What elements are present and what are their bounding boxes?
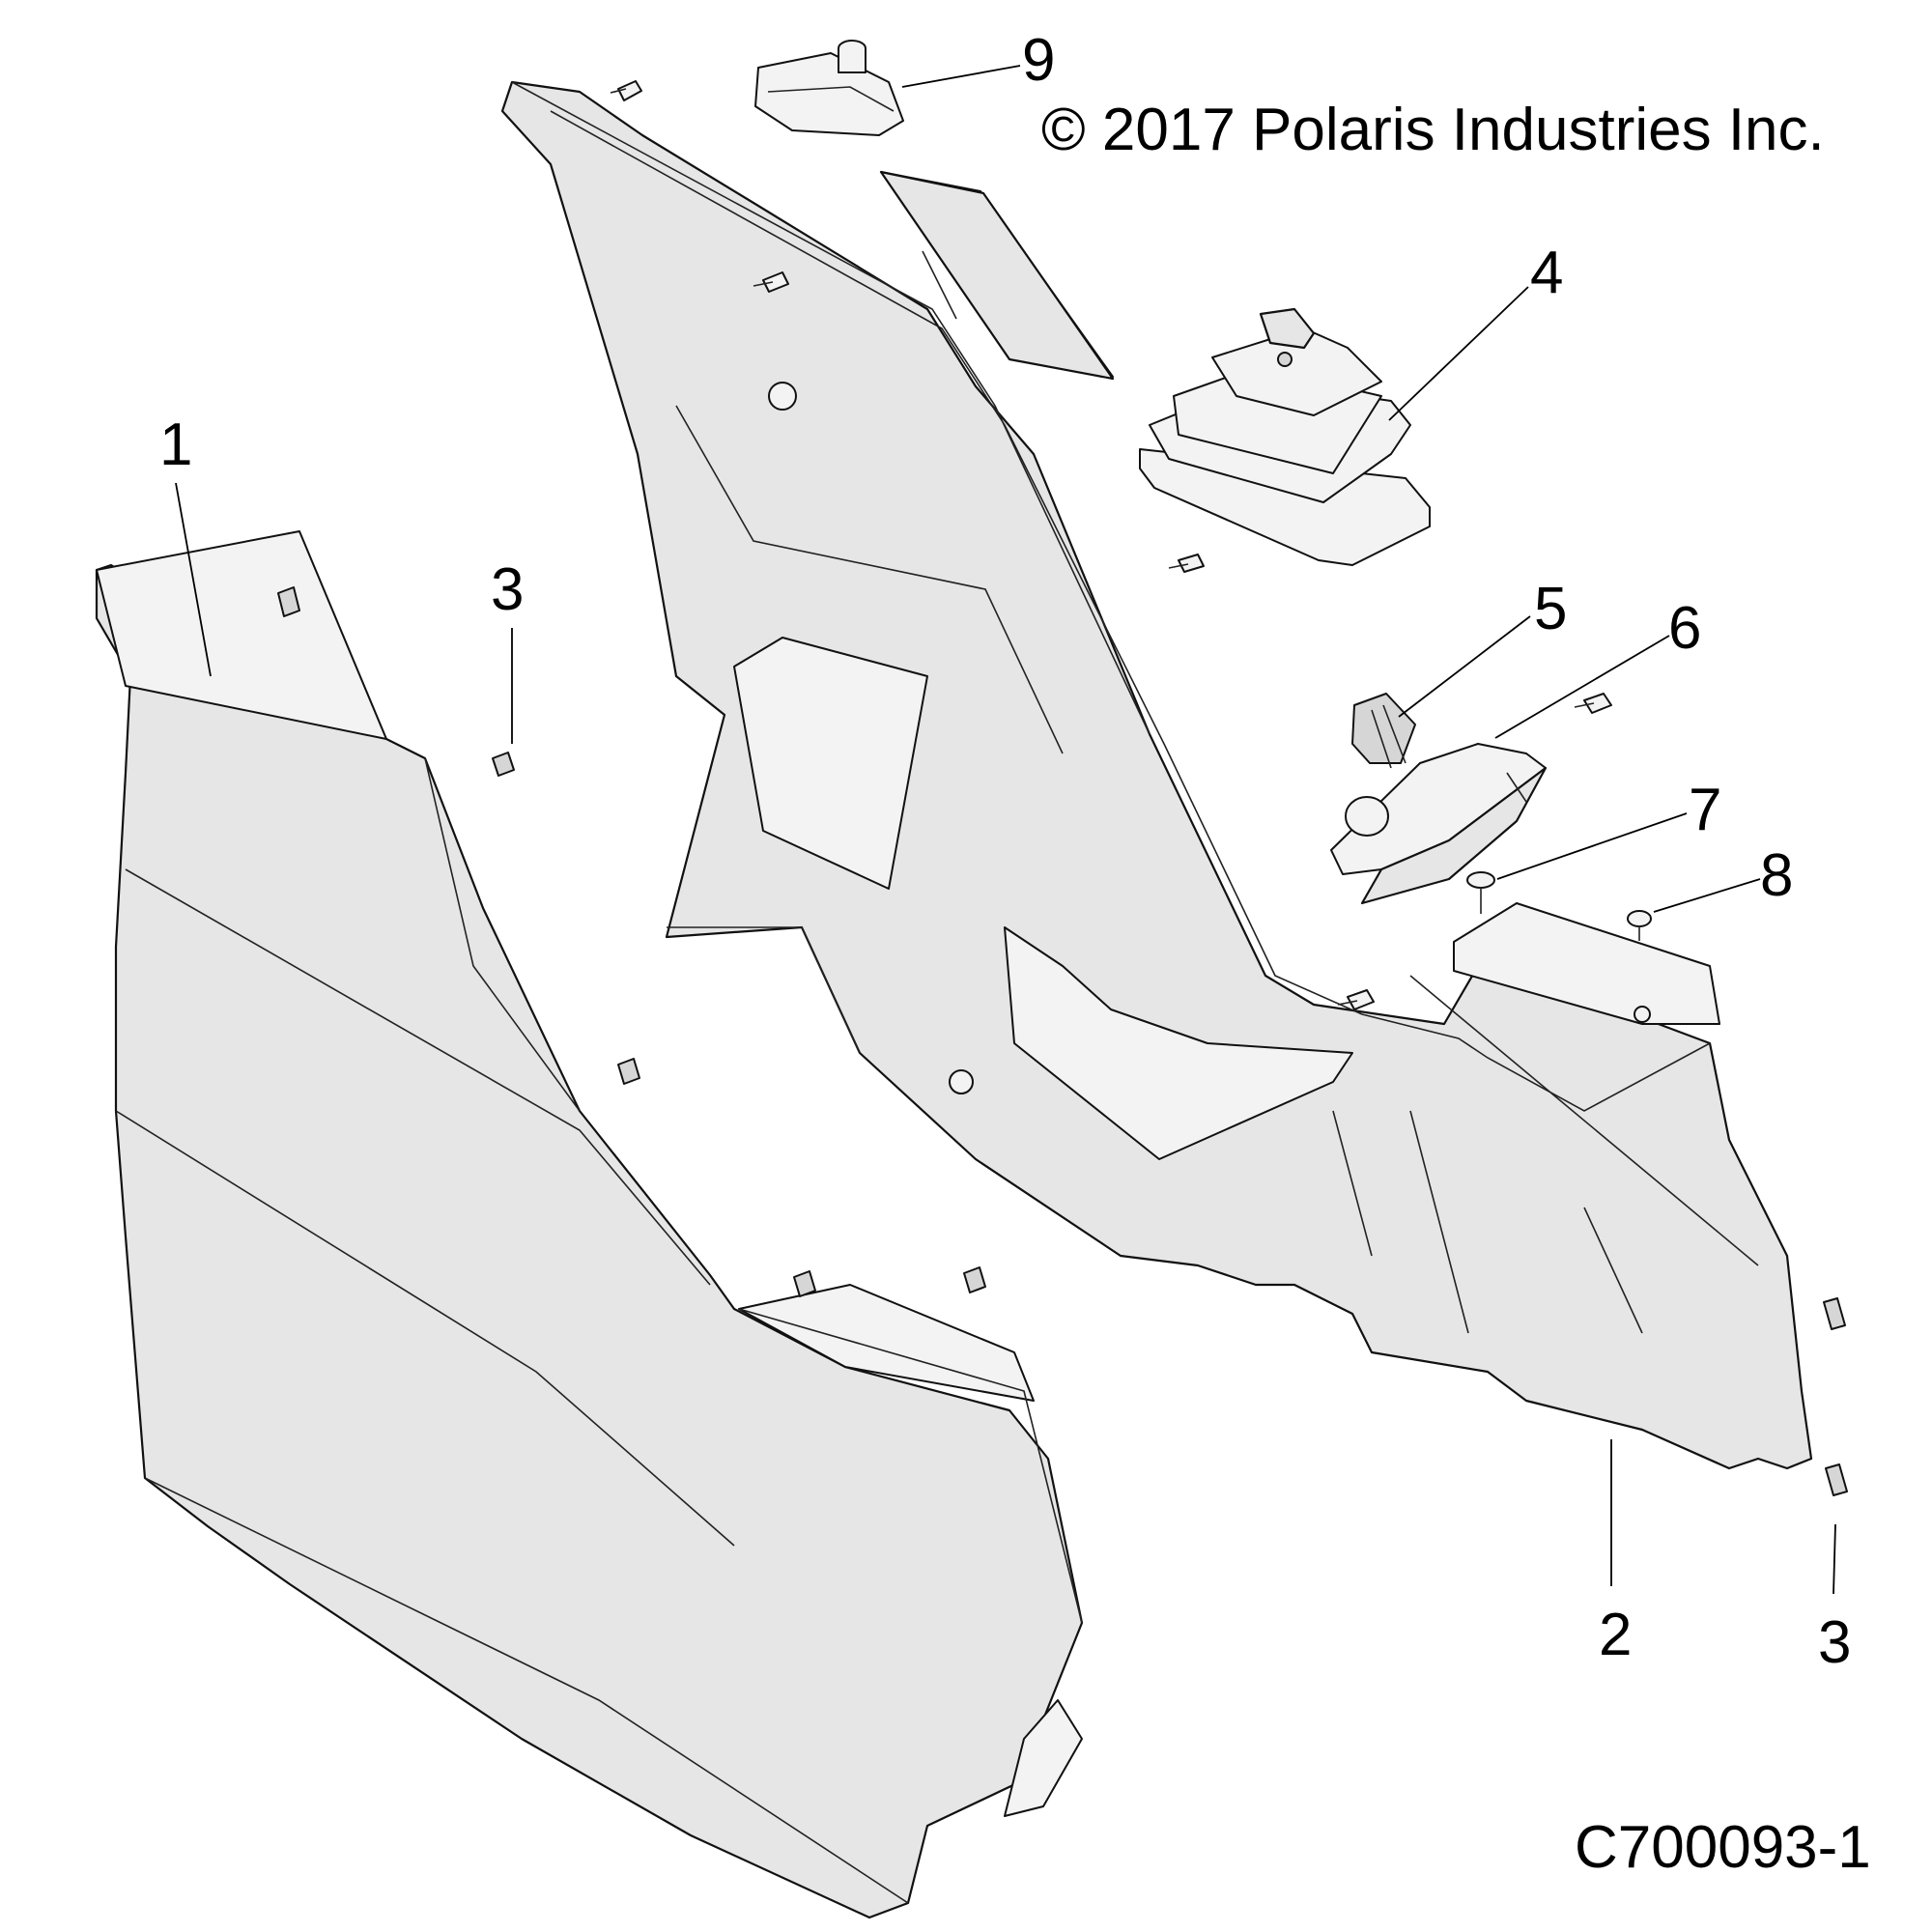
part-1-side-panel bbox=[95, 530, 1084, 1919]
callout-3a: 3 bbox=[491, 556, 525, 623]
drawing-id: C700093-1 bbox=[1575, 1814, 1871, 1881]
part-4-shift-boot bbox=[1139, 307, 1431, 566]
leader-line-5 bbox=[1398, 615, 1531, 718]
callout-8: 8 bbox=[1760, 842, 1794, 909]
rivet-8 bbox=[1627, 910, 1652, 941]
leader-line-9 bbox=[901, 65, 1021, 88]
part-9-boot bbox=[754, 40, 904, 136]
screw-7 bbox=[1466, 871, 1495, 914]
leader-line-7 bbox=[1496, 812, 1688, 880]
push-pin bbox=[1168, 554, 1205, 573]
clip-3 bbox=[492, 752, 515, 777]
leader-line-4 bbox=[1388, 286, 1529, 421]
callout-4: 4 bbox=[1530, 240, 1564, 306]
callout-3b: 3 bbox=[1818, 1609, 1852, 1676]
leader-line-6 bbox=[1494, 635, 1670, 739]
clip-3 bbox=[277, 586, 300, 617]
push-pin bbox=[753, 271, 789, 293]
callout-5: 5 bbox=[1534, 576, 1568, 642]
center-console bbox=[500, 80, 1813, 1470]
callout-9: 9 bbox=[1022, 27, 1056, 94]
clip-3 bbox=[793, 1270, 816, 1297]
callout-6: 6 bbox=[1668, 595, 1702, 662]
leader-line-1 bbox=[175, 482, 212, 677]
callout-7: 7 bbox=[1689, 777, 1722, 843]
callout-2: 2 bbox=[1599, 1602, 1633, 1668]
copyright-notice: © 2017 Polaris Industries Inc. bbox=[1041, 97, 1825, 163]
clip-3 bbox=[1823, 1297, 1846, 1330]
clip-3 bbox=[1825, 1463, 1848, 1496]
callout-1: 1 bbox=[159, 412, 193, 478]
push-pin bbox=[610, 80, 642, 101]
part-6-bracket bbox=[1330, 743, 1548, 905]
push-pin bbox=[1574, 693, 1612, 714]
part-5-connector bbox=[1351, 693, 1416, 769]
leader-lines bbox=[175, 65, 1836, 1595]
push-pin bbox=[1337, 989, 1375, 1010]
clip-3 bbox=[963, 1266, 986, 1293]
leader-line-3b bbox=[1833, 1523, 1836, 1595]
leader-line-8 bbox=[1653, 878, 1761, 913]
clip-3 bbox=[617, 1058, 640, 1085]
insulation-sheet bbox=[879, 170, 1115, 381]
fasteners bbox=[277, 80, 1848, 1496]
